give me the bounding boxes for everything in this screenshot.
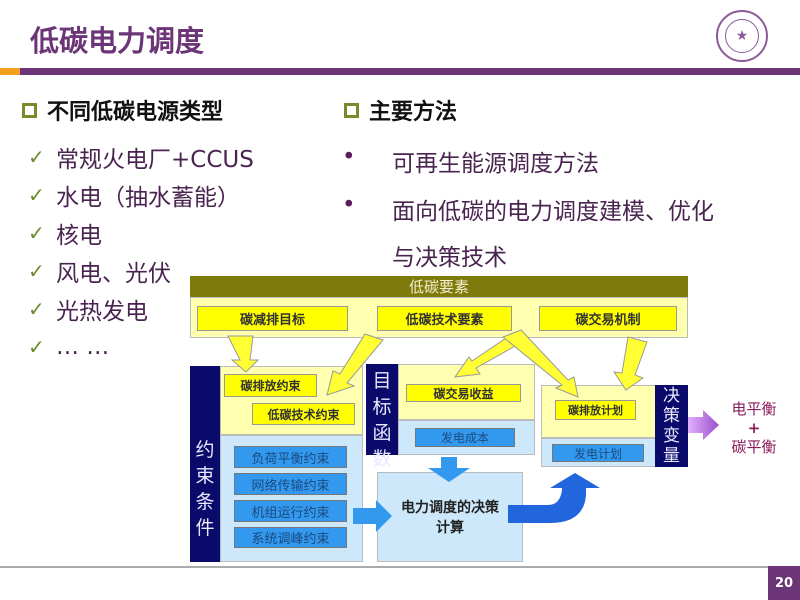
right-heading-text: 主要方法 [369, 100, 458, 125]
page-number: 20 [768, 566, 800, 600]
objective-label: 目标函数 [366, 364, 398, 470]
title-divider [20, 68, 800, 75]
generation-cost-box: 发电成本 [415, 428, 515, 447]
list-item-text: 核电 [56, 223, 102, 249]
check-icon: ✓ [28, 259, 45, 283]
list-item: ✓ … … [28, 328, 254, 366]
peak-regulation-constraint: 系统调峰约束 [234, 527, 347, 548]
title-accent-bar [0, 68, 20, 75]
method-text: 面向低碳的电力调度建模、优化 [392, 199, 714, 225]
list-item-text: 水电（抽水蓄能） [56, 185, 240, 211]
yellow-arrow-icon [502, 329, 579, 398]
right-heading: 主要方法 [344, 94, 457, 126]
purple-arrow-icon [688, 410, 719, 440]
method-text: 可再生能源调度方法 [392, 151, 599, 177]
carbon-trading-box: 碳交易机制 [539, 306, 677, 331]
square-bullet-icon [344, 102, 359, 118]
left-heading: 不同低碳电源类型 [22, 94, 223, 126]
low-carbon-tech-constraint: 低碳技术约束 [252, 403, 355, 425]
method-item-continued: 与决策技术 [392, 238, 507, 272]
method-text: 与决策技术 [392, 245, 507, 271]
square-bullet-icon [22, 102, 37, 118]
constraints-label: 约束条件 [190, 366, 220, 562]
list-item: ✓ 常规火电厂+CCUS [28, 138, 254, 176]
check-icon: ✓ [28, 335, 45, 359]
check-icon: ✓ [28, 297, 45, 321]
yellow-arrow-icon [227, 335, 260, 373]
check-icon: ✓ [28, 221, 45, 245]
constraints-label-text: 约束条件 [195, 439, 215, 539]
left-heading-text: 不同低碳电源类型 [47, 100, 224, 125]
list-item-text: 常规火电厂+CCUS [56, 147, 254, 173]
source-type-list: ✓ 常规火电厂+CCUS ✓ 水电（抽水蓄能） ✓ 核电 ✓ 风电、光伏 ✓ 光热发电 ✓… [28, 138, 254, 366]
curved-arrow-icon [508, 473, 600, 523]
diagram-header: 低碳要素 [190, 276, 688, 297]
objective-label-text: 目标函数 [372, 370, 392, 470]
list-item: ✓ 光热发电 [28, 290, 254, 328]
list-item-text: … … [56, 334, 110, 360]
unit-operation-constraint: 机组运行约束 [234, 500, 347, 522]
carbon-emission-plan-box: 碳排放计划 [555, 400, 636, 420]
carbon-emission-constraint: 碳排放约束 [224, 374, 317, 397]
low-carbon-tech-box: 低碳技术要素 [377, 306, 512, 331]
carbon-trading-revenue-box: 碳交易收益 [406, 384, 521, 402]
slide-title: 低碳电力调度 [30, 24, 205, 58]
decision-variables-label: 决策变量 [655, 385, 688, 467]
bullet-icon: • [342, 144, 356, 170]
check-icon: ✓ [28, 183, 45, 207]
list-item-text: 光热发电 [56, 299, 148, 325]
list-item: ✓ 水电（抽水蓄能） [28, 176, 254, 214]
carbon-balance-text: 碳平衡 [731, 438, 777, 456]
method-item: • 面向低碳的电力调度建模、优化 [340, 192, 714, 226]
load-balance-constraint: 负荷平衡约束 [234, 446, 347, 468]
decision-label-text: 决策变量 [663, 386, 680, 466]
network-transmission-constraint: 网络传输约束 [234, 473, 347, 495]
right-arrow-icon [353, 500, 392, 532]
list-item: ✓ 核电 [28, 214, 254, 252]
balance-result: 电平衡 + 碳平衡 [724, 400, 784, 457]
yellow-arrow-icon [612, 336, 648, 391]
down-arrow-icon [428, 457, 470, 482]
list-item-text: 风电、光伏 [56, 261, 171, 287]
list-item: ✓ 风电、光伏 [28, 252, 254, 290]
bullet-icon: • [342, 192, 356, 218]
generation-plan-box: 发电计划 [552, 444, 644, 462]
power-balance-text: 电平衡 [731, 400, 777, 418]
university-seal-logo: ★ [716, 10, 768, 62]
dispatch-decision-computation-box: 电力调度的决策计算 [377, 472, 523, 562]
method-item: • 可再生能源调度方法 [340, 144, 599, 178]
carbon-reduction-target-box: 碳减排目标 [197, 306, 348, 331]
check-icon: ✓ [28, 145, 45, 169]
footer-divider [0, 566, 768, 568]
yellow-arrow-icon [326, 333, 384, 396]
plus-text: + [747, 419, 761, 437]
